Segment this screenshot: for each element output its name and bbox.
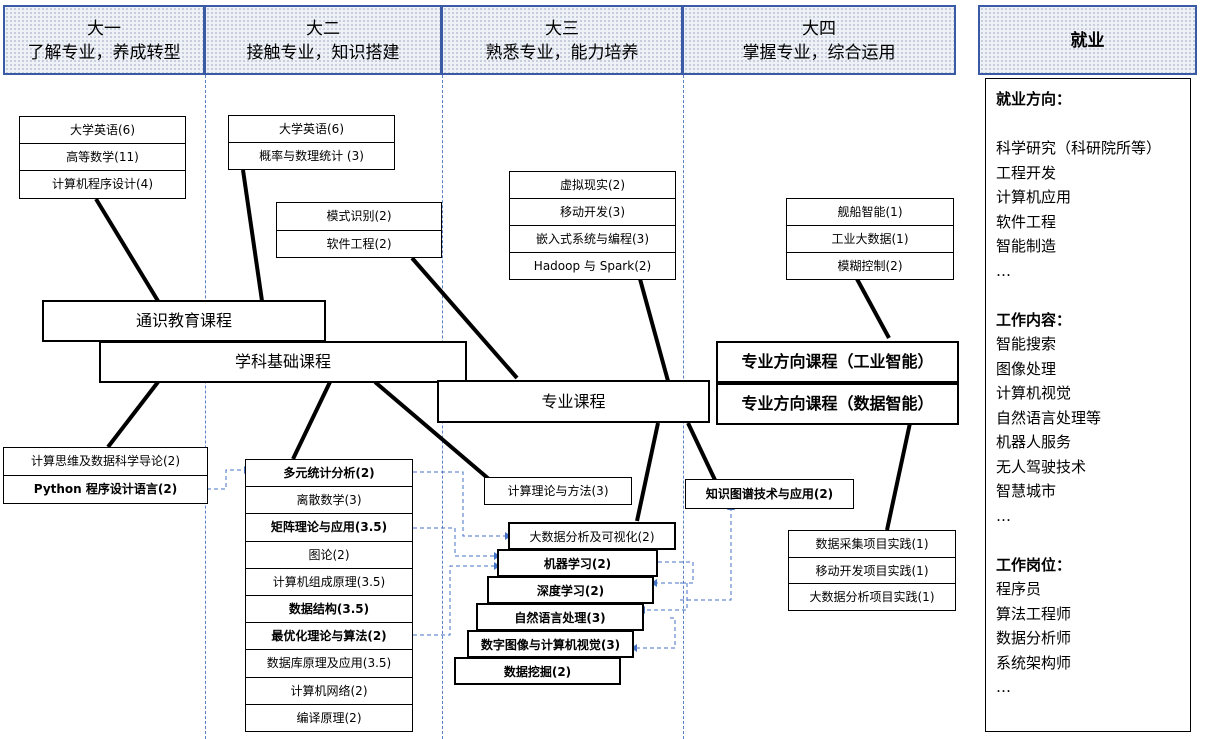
course-practice-data-collection: 数据采集项目实践(1) [788, 530, 956, 559]
foundation-course: 编译原理(2) [245, 703, 413, 732]
header-year3-title: 大三 [545, 19, 579, 39]
employment-item: … [996, 261, 1011, 280]
ai-course: 机器学习(2) [497, 549, 658, 577]
header-year3-theme: 熟悉专业，能力培养 [485, 43, 639, 63]
header-year2-title: 大二 [306, 19, 340, 39]
employment-item: 科学研究（科研院所等） [996, 139, 1162, 157]
link-discipline-to-foundation [291, 381, 332, 460]
arrow-python-to-stats [207, 469, 244, 490]
category-general-education: 通识教育课程 [42, 300, 326, 342]
column-divider [205, 75, 206, 739]
header-year2-theme: 接触专业，知识搭建 [246, 43, 400, 63]
category-professional: 专业课程 [437, 380, 710, 423]
employment-position-title: 工作岗位： [996, 555, 1072, 574]
category-discipline-foundation: 学科基础课程 [99, 341, 467, 383]
course-fuzzy-control: 模糊控制(2) [786, 252, 954, 280]
course-y2-english: 大学英语(6) [228, 115, 395, 143]
employment-item: … [996, 678, 1011, 696]
employment-item: 算法工程师 [996, 604, 1072, 623]
header-year4-theme: 掌握专业，综合运用 [742, 43, 896, 63]
course-python: Python 程序设计语言(2) [3, 475, 208, 504]
course-mobile: 移动开发(3) [509, 198, 676, 226]
employment-item: 智能制造 [996, 237, 1057, 255]
course-practice-mobile: 移动开发项目实践(1) [788, 557, 956, 585]
course-y2-probability: 概率与数理统计 (3) [228, 142, 395, 170]
employment-item: 数据分析师 [996, 629, 1072, 647]
employment-directions: 科学研究（科研院所等） 工程开发计算机应用软件工程智能制造 … [996, 136, 1180, 283]
ai-course: 数字图像与计算机视觉(3) [467, 630, 634, 658]
ai-course: 自然语言处理(3) [476, 603, 644, 631]
course-knowledge-graph: 知识图谱技术与应用(2) [685, 479, 854, 509]
course-industrial-bigdata: 工业大数据(1) [786, 225, 954, 253]
link-y4-to-direction [855, 278, 891, 339]
course-pattern-recognition: 模式识别(2) [276, 202, 442, 231]
employment-item: 自然语言处理等 [996, 408, 1102, 427]
category-direction-data: 专业方向课程（数据智能） [716, 383, 959, 425]
arrow-matrix-to-ml [413, 527, 494, 557]
course-y1-programming: 计算机程序设计(4) [19, 170, 186, 199]
ai-course: 数据挖掘(2) [454, 657, 621, 685]
employment-content-title: 工作内容： [996, 310, 1072, 329]
course-embedded: 嵌入式系统与编程(3) [509, 225, 676, 253]
arrow-to-kg [680, 510, 732, 601]
course-y1-english: 大学英语(6) [19, 116, 186, 144]
employment-item: 无人驾驶技术 [996, 457, 1087, 476]
link-y1-to-general [94, 197, 160, 303]
course-y1-math: 高等数学(11) [19, 143, 186, 171]
employment-direction-title: 就业方向： [996, 90, 1072, 108]
header-employment: 就业 [978, 5, 1197, 75]
link-y2-to-general [241, 169, 264, 302]
employment-positions: 程序员算法工程师数据分析师系统架构师 … [996, 577, 1180, 700]
employment-item: 计算机应用 [996, 188, 1072, 206]
header-year4-title: 大四 [802, 19, 836, 39]
employment-item: 智慧城市 [996, 482, 1057, 500]
foundation-course: 最优化理论与算法(2) [245, 622, 413, 651]
foundation-course: 多元统计分析(2) [245, 459, 413, 488]
link-professional-to-kg [686, 422, 717, 481]
course-computing-theory: 计算理论与方法(3) [484, 477, 632, 505]
foundation-course: 离散数学(3) [245, 486, 413, 515]
foundation-course: 数据结构(3.5) [245, 595, 413, 624]
employment-item: 计算机视觉 [996, 384, 1072, 402]
link-direction-to-practice [885, 422, 912, 531]
course-hadoop: Hadoop 与 Spark(2) [509, 252, 676, 280]
foundation-course: 矩阵理论与应用(3.5) [245, 513, 413, 542]
header-year1-theme: 了解专业，养成转型 [27, 43, 181, 63]
course-ship-intelligence: 舰船智能(1) [786, 198, 954, 226]
category-direction-industry: 专业方向课程（工业智能） [716, 341, 959, 383]
employment-panel: 就业方向： 科学研究（科研院所等） 工程开发计算机应用软件工程智能制造 … 工作内容… [985, 78, 1191, 732]
header-year1: 大一 了解专业，养成转型 [3, 5, 205, 75]
header-year4: 大四 掌握专业，综合运用 [682, 5, 956, 75]
header-year1-title: 大一 [87, 19, 121, 39]
link-discipline-to-intro [106, 380, 160, 449]
arrow-ml-to-dl [657, 561, 694, 584]
employment-item: 系统架构师 [996, 653, 1072, 672]
employment-item: 程序员 [996, 580, 1042, 598]
foundation-course: 图论(2) [245, 540, 413, 569]
link-professional-to-ai [635, 422, 660, 522]
foundation-course: 数据库原理及应用(3.5) [245, 649, 413, 678]
employment-item: 智能搜索 [996, 335, 1057, 353]
header-employment-title: 就业 [1070, 31, 1105, 51]
employment-item: 机器人服务 [996, 433, 1072, 451]
employment-item: 图像处理 [996, 359, 1057, 378]
course-practice-bigdata: 大数据分析项目实践(1) [788, 583, 956, 611]
ai-course: 大数据分析及可视化(2) [508, 522, 676, 550]
course-vr: 虚拟现实(2) [509, 171, 676, 199]
link-y3-to-professional [638, 278, 670, 382]
course-software-engineering: 软件工程(2) [276, 230, 442, 258]
employment-item: 工程开发 [996, 163, 1057, 182]
header-year2: 大二 接触专业，知识搭建 [204, 5, 442, 75]
employment-contents: 智能搜索图像处理计算机视觉自然语言处理等机器人服务无人驾驶技术智慧城市 … [996, 332, 1180, 528]
foundation-course: 计算机组成原理(3.5) [245, 567, 413, 596]
header-year3: 大三 熟悉专业，能力培养 [441, 5, 683, 75]
ai-course: 深度学习(2) [487, 576, 654, 604]
employment-item: 软件工程 [996, 212, 1057, 231]
foundation-course: 计算机网络(2) [245, 676, 413, 705]
employment-item: … [996, 506, 1011, 525]
course-computational-thinking: 计算思维及数据科学导论(2) [3, 447, 208, 476]
